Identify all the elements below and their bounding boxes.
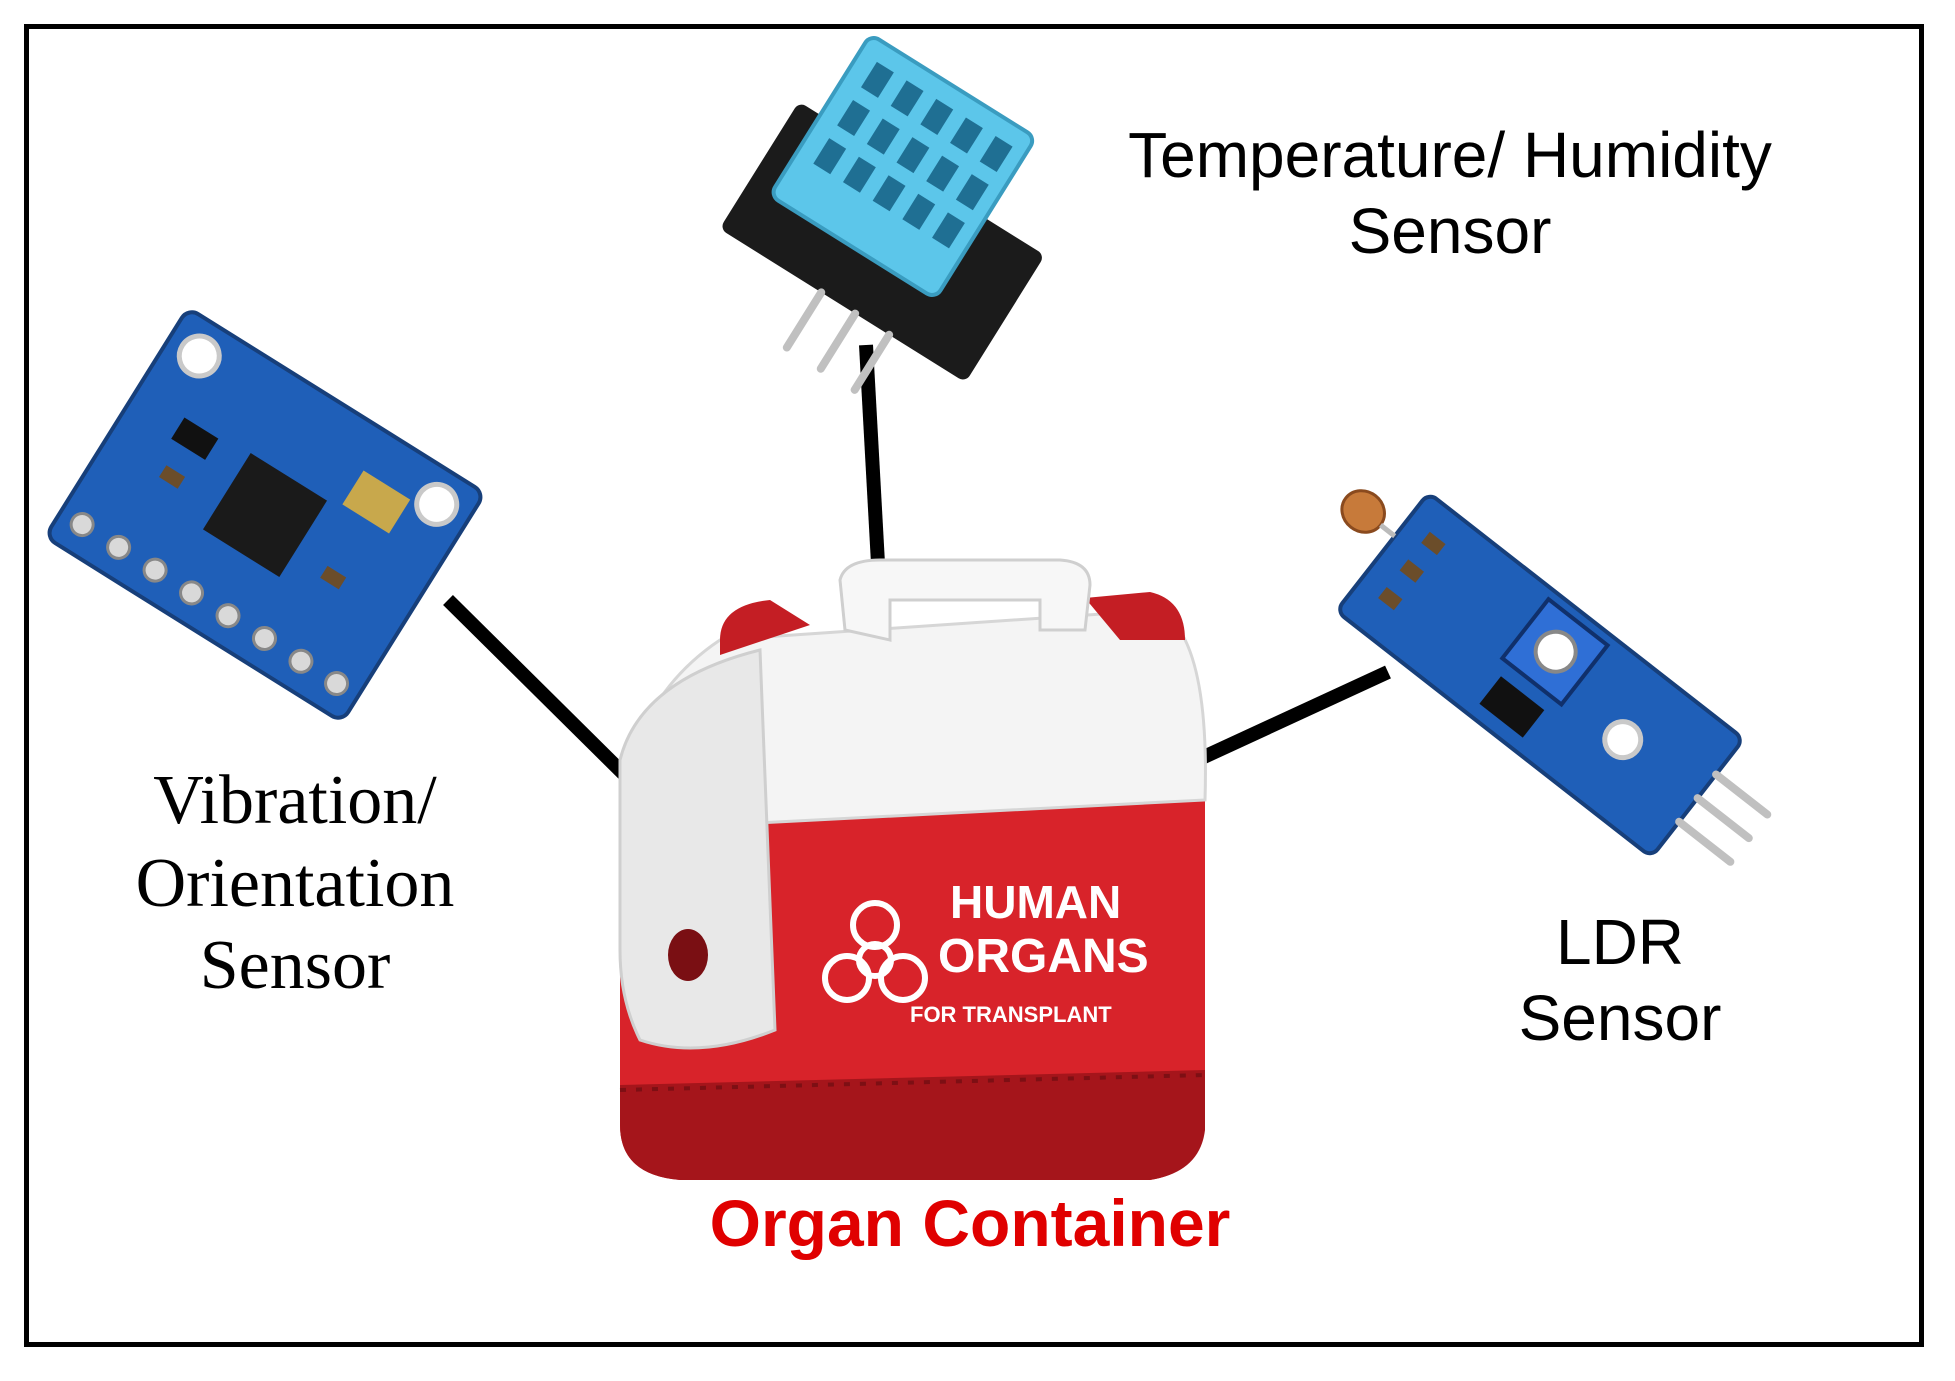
temperature-sensor-board — [722, 36, 1042, 394]
vibration-sensor-board — [47, 310, 483, 720]
container-print-line1: HUMAN — [950, 876, 1121, 928]
temperature-sensor-label: Temperature/ Humidity Sensor — [1040, 118, 1860, 269]
connector-vibration — [443, 595, 655, 805]
connector-ldr — [1190, 665, 1391, 769]
vibration-label-line2: Orientation — [135, 844, 455, 922]
vibration-label-line1: Vibration/ — [153, 762, 437, 839]
organ-container-image: HUMAN ORGANS FOR TRANSPLANT — [618, 558, 1207, 1180]
connector-temperature — [859, 344, 887, 601]
container-print-line2: ORGANS — [938, 930, 1149, 983]
ldr-label-line2: Sensor — [1518, 981, 1722, 1054]
ldr-sensor-board — [1338, 489, 1772, 866]
vibration-sensor-label: Vibration/ Orientation Sensor — [95, 760, 495, 1008]
ldr-label-line1: LDR — [1555, 906, 1685, 978]
organ-container-label: Organ Container — [709, 1186, 1231, 1260]
biohazard-icon — [822, 900, 928, 1003]
vibration-label-line3: Sensor — [199, 927, 391, 1005]
temperature-label-line1: Temperature/ Humidity — [1128, 119, 1772, 191]
temperature-label-line2: Sensor — [1348, 194, 1552, 267]
container-print-line3: FOR TRANSPLANT — [910, 1002, 1112, 1027]
ldr-sensor-label: LDR Sensor — [1470, 905, 1770, 1056]
